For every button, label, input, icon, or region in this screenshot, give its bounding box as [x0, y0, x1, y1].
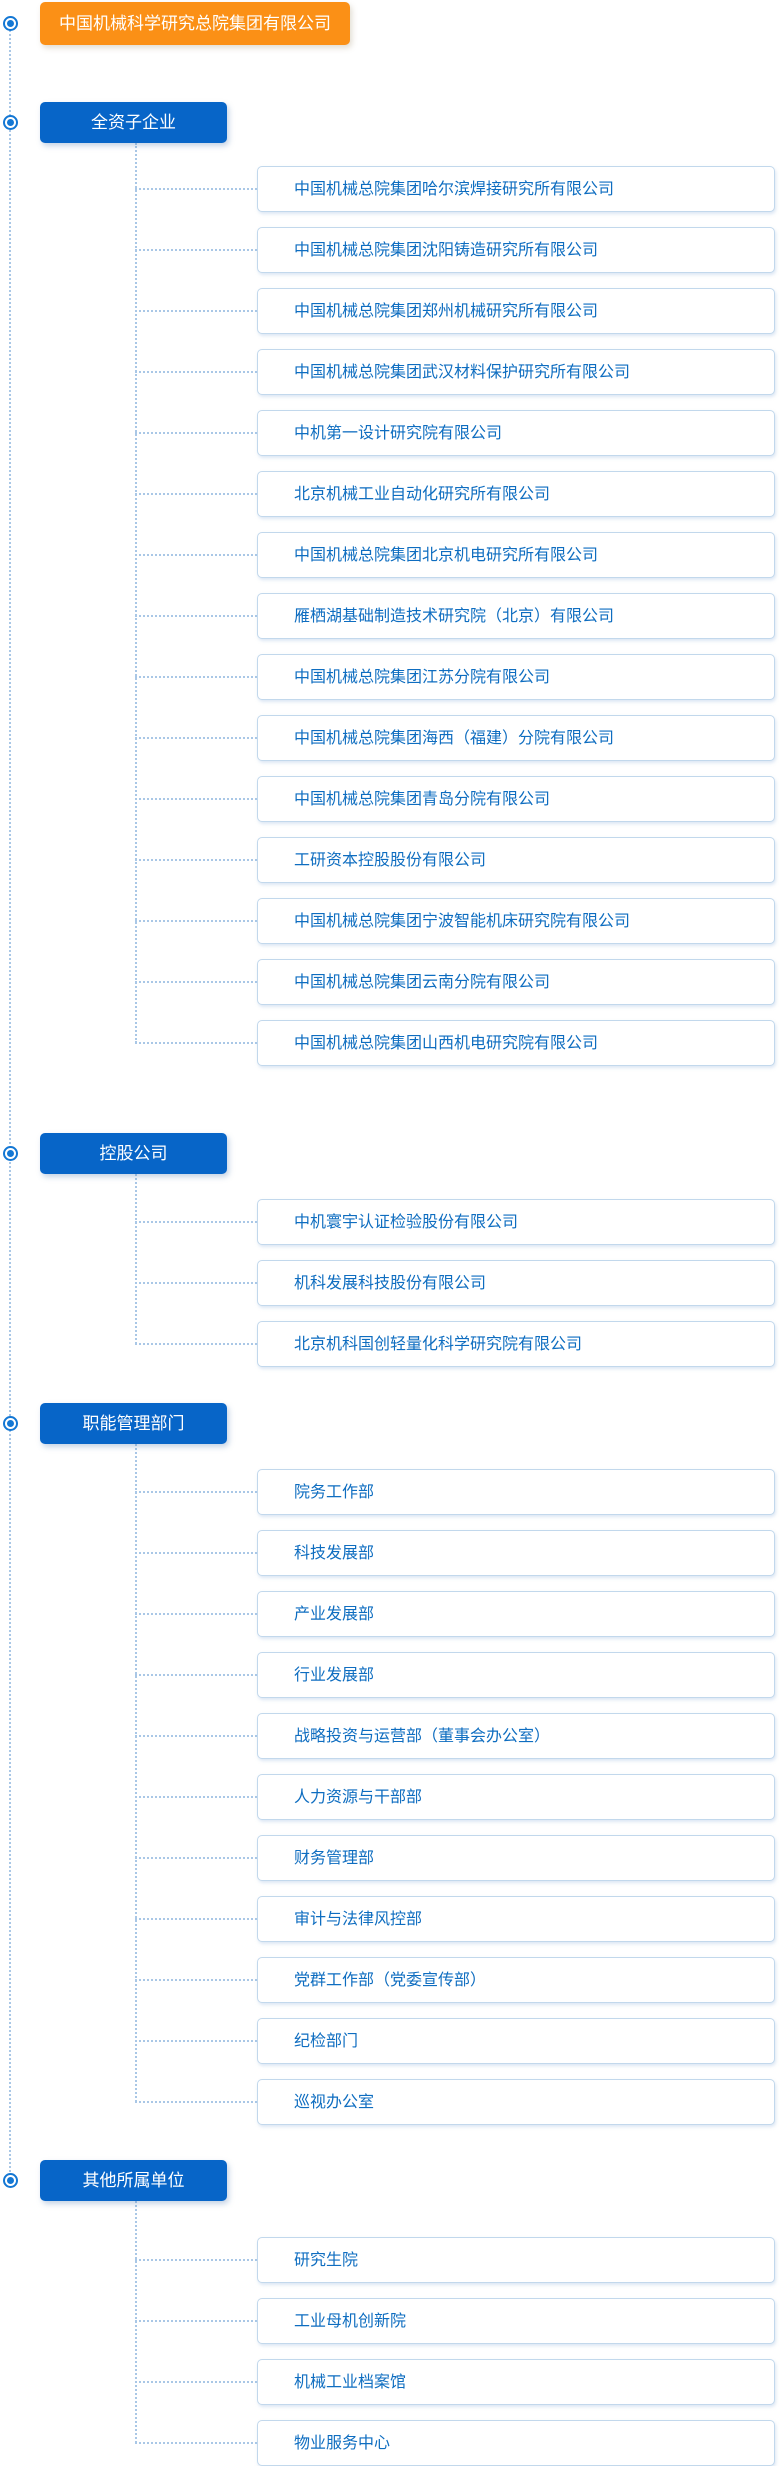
left-connector-line: [9, 30, 11, 2180]
org-item[interactable]: 中国机械总院集团武汉材料保护研究所有限公司: [135, 349, 775, 395]
org-item[interactable]: 院务工作部: [135, 1469, 775, 1515]
section-connector-line: [135, 143, 137, 1043]
org-item[interactable]: 北京机械工业自动化研究所有限公司: [135, 471, 775, 517]
org-item[interactable]: 工业母机创新院: [135, 2298, 775, 2344]
section-items: 院务工作部科技发展部产业发展部行业发展部战略投资与运营部（董事会办公室） 人力资源…: [135, 1469, 779, 2125]
org-item[interactable]: 中国机械总院集团宁波智能机床研究院有限公司: [135, 898, 775, 944]
org-section: 控股公司 中机寰宇认证检验股份有限公司机科发展科技股份有限公司北京机科国创轻量化…: [0, 1133, 779, 1382]
section-items: 中国机械总院集团哈尔滨焊接研究所有限公司中国机械总院集团沈阳铸造研究所有限公司中…: [135, 166, 779, 1066]
org-item[interactable]: 中机寰宇认证检验股份有限公司: [135, 1199, 775, 1245]
section-items: 研究生院工业母机创新院机械工业档案馆物业服务中心: [135, 2237, 779, 2466]
org-section: 职能管理部门 院务工作部科技发展部产业发展部行业发展部战略投资与运营部（董事会办…: [0, 1403, 779, 2140]
section-items: 中机寰宇认证检验股份有限公司机科发展科技股份有限公司北京机科国创轻量化科学研究院…: [135, 1199, 779, 1367]
bullseye-node-icon: [3, 1416, 18, 1431]
org-item[interactable]: 审计与法律风控部: [135, 1896, 775, 1942]
org-item[interactable]: 财务管理部: [135, 1835, 775, 1881]
org-item[interactable]: 北京机科国创轻量化科学研究院有限公司: [135, 1321, 775, 1367]
org-item[interactable]: 产业发展部: [135, 1591, 775, 1637]
bullseye-node-icon: [3, 1146, 18, 1161]
org-item[interactable]: 研究生院: [135, 2237, 775, 2283]
org-item[interactable]: 纪检部门: [135, 2018, 775, 2064]
org-section: 全资子企业 中国机械总院集团哈尔滨焊接研究所有限公司中国机械总院集团沈阳铸造研究…: [0, 102, 779, 1081]
org-item[interactable]: 工研资本控股股份有限公司: [135, 837, 775, 883]
org-item[interactable]: 中国机械总院集团山西机电研究院有限公司: [135, 1020, 775, 1066]
org-item[interactable]: 中国机械总院集团北京机电研究所有限公司: [135, 532, 775, 578]
section-header: 控股公司: [40, 1133, 227, 1174]
org-item[interactable]: 党群工作部（党委宣传部）: [135, 1957, 775, 2003]
org-item[interactable]: 巡视办公室: [135, 2079, 775, 2125]
section-header: 其他所属单位: [40, 2160, 227, 2201]
org-item[interactable]: 科技发展部: [135, 1530, 775, 1576]
org-item[interactable]: 机科发展科技股份有限公司: [135, 1260, 775, 1306]
bullseye-node-icon: [3, 16, 18, 31]
org-item[interactable]: 行业发展部: [135, 1652, 775, 1698]
org-item[interactable]: 物业服务中心: [135, 2420, 775, 2466]
section-connector-line: [135, 1444, 137, 2102]
org-item[interactable]: 战略投资与运营部（董事会办公室）: [135, 1713, 775, 1759]
org-item[interactable]: 中国机械总院集团郑州机械研究所有限公司: [135, 288, 775, 334]
section-header: 全资子企业: [40, 102, 227, 143]
org-item[interactable]: 机械工业档案馆: [135, 2359, 775, 2405]
org-section: 其他所属单位 研究生院工业母机创新院机械工业档案馆物业服务中心: [0, 2160, 779, 2466]
section-connector-line: [135, 2201, 137, 2443]
org-item[interactable]: 中国机械总院集团海西（福建）分院有限公司: [135, 715, 775, 761]
org-item[interactable]: 人力资源与干部部: [135, 1774, 775, 1820]
section-connector-line: [135, 1174, 137, 1344]
bullseye-node-icon: [3, 2173, 18, 2188]
section-header: 职能管理部门: [40, 1403, 227, 1444]
org-item[interactable]: 中国机械总院集团沈阳铸造研究所有限公司: [135, 227, 775, 273]
org-item[interactable]: 中国机械总院集团江苏分院有限公司: [135, 654, 775, 700]
root-org-node: 中国机械科学研究总院集团有限公司: [40, 2, 350, 45]
org-item[interactable]: 中国机械总院集团青岛分院有限公司: [135, 776, 775, 822]
org-item[interactable]: 中国机械总院集团云南分院有限公司: [135, 959, 775, 1005]
org-item[interactable]: 中机第一设计研究院有限公司: [135, 410, 775, 456]
bullseye-node-icon: [3, 115, 18, 130]
org-item[interactable]: 雁栖湖基础制造技术研究院（北京）有限公司: [135, 593, 775, 639]
org-item[interactable]: 中国机械总院集团哈尔滨焊接研究所有限公司: [135, 166, 775, 212]
